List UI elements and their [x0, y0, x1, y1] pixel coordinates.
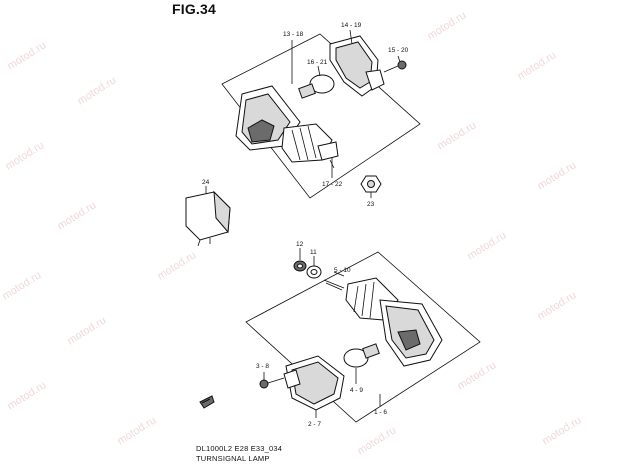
watermark-text: motod.ru [535, 159, 578, 192]
lower-turnsignal-housing [345, 277, 443, 367]
callout-1-6: 1 - 6 [374, 409, 387, 416]
callout-labels: 13 - 18 14 - 19 15 - 20 16 - 21 17 - 22 … [202, 22, 409, 428]
callout-14-19: 14 - 19 [341, 22, 362, 29]
lower-bolt [323, 279, 345, 291]
figure-title: FIG.34 [172, 1, 216, 17]
watermark-text: motod.ru [540, 414, 583, 447]
leader-lines [205, 29, 401, 418]
lower-bulb [343, 343, 380, 368]
callout-2-7: 2 - 7 [308, 421, 321, 428]
upper-turnsignal-housing [235, 85, 339, 163]
watermark-text: motod.ru [5, 379, 48, 412]
lower-assembly-frame [245, 251, 481, 423]
mounting-nut [360, 175, 382, 193]
upper-assembly-frame [221, 33, 421, 199]
callout-17-22: 17 - 22 [322, 181, 343, 188]
callout-4-9: 4 - 9 [350, 387, 363, 394]
watermark-text: motod.ru [75, 74, 118, 107]
upper-bulb [298, 74, 335, 99]
callout-3-8: 3 - 8 [256, 363, 269, 370]
watermark-text: motod.ru [355, 424, 398, 457]
turnsignal-relay [185, 190, 231, 247]
rubber-part-11 [306, 265, 322, 279]
watermark-text: motod.ru [535, 289, 578, 322]
watermark-text: motod.ru [435, 119, 478, 152]
callout-15-20: 15 - 20 [388, 47, 409, 54]
callout-23: 23 [367, 201, 375, 208]
model-code: DL1000L2 E28 E33_034 [196, 444, 283, 453]
callout-13-18: 13 - 18 [283, 31, 304, 38]
callout-16-21: 16 - 21 [307, 59, 328, 66]
figure-caption: TURNSIGNAL LAMP [196, 454, 270, 463]
watermark-text: motod.ru [115, 414, 158, 447]
front-direction-arrow-icon [199, 395, 215, 409]
upper-bolt [329, 158, 335, 170]
watermark-text: motod.ru [0, 269, 43, 302]
watermark-text: motod.ru [55, 199, 98, 232]
upper-lens-screw [383, 60, 407, 73]
watermark-text: motod.ru [455, 359, 498, 392]
callout-11: 11 [310, 249, 317, 256]
upper-turnsignal-lens [329, 35, 385, 97]
watermark-text: motod.ru [515, 49, 558, 82]
watermark-text: motod.ru [155, 249, 198, 282]
watermark-text: motod.ru [3, 139, 46, 172]
callout-24: 24 [202, 179, 210, 186]
callout-12: 12 [296, 241, 304, 248]
callout-5-10: 5 - 10 [334, 267, 351, 274]
washer-part-12 [293, 260, 307, 272]
lower-turnsignal-lens [283, 355, 345, 411]
watermark-text: motod.ru [465, 229, 508, 262]
watermark-text: motod.ru [65, 314, 108, 347]
watermark-text: motod.ru [5, 39, 48, 72]
watermark-text: motod.ru [425, 9, 468, 42]
